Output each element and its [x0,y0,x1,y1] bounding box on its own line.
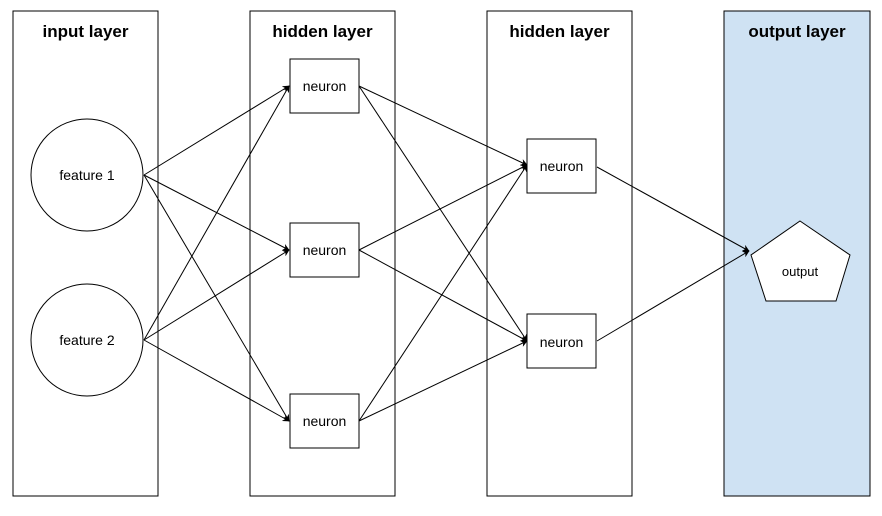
node-hidden1-neuron-3: neuron [289,393,360,449]
edge-h1n1-h2n1 [358,85,528,166]
edge-h1n2-h2n2 [358,249,528,342]
hidden-layer-2: hidden layer [486,10,633,497]
node-label-hidden1-neuron-1: neuron [303,78,347,94]
edge-h1n3-h2n2 [358,340,528,422]
layer-title-output: output layer [748,22,846,41]
edge-h1n2-h2n1 [358,164,528,251]
edge-feature2-h1n1 [143,85,290,341]
node-hidden2-neuron-1: neuron [526,138,597,194]
node-label-hidden2-neuron-2: neuron [540,334,584,350]
edge-feature2-h1n3 [143,339,290,422]
layer-title-input: input layer [43,22,129,41]
node-label-hidden2-neuron-1: neuron [540,158,584,174]
node-hidden1-neuron-1: neuron [289,58,360,114]
node-output: output [750,220,851,302]
node-label-hidden1-neuron-3: neuron [303,413,347,429]
input-layer: input layer [12,10,159,497]
node-hidden2-neuron-2: neuron [526,313,597,369]
node-label-feature-1: feature 1 [59,167,114,183]
node-feature-2: feature 2 [30,283,144,397]
node-label-feature-2: feature 2 [59,332,114,348]
edge-h2n1-output [596,166,750,252]
edge-feature2-h1n2 [143,249,290,341]
node-label-output: output [782,264,819,279]
edge-feature1-h1n3 [143,174,290,422]
edge-h2n2-output [596,250,750,342]
node-label-hidden1-neuron-2: neuron [303,242,347,258]
layer-title-hidden-2: hidden layer [509,22,610,41]
connections [143,85,750,422]
edge-h1n3-h2n1 [358,164,528,422]
node-hidden1-neuron-2: neuron [289,222,360,278]
edge-h1n1-h2n2 [358,85,528,342]
node-feature-1: feature 1 [30,118,144,232]
edge-feature1-h1n1 [143,85,290,176]
layer-title-hidden-1: hidden layer [272,22,373,41]
